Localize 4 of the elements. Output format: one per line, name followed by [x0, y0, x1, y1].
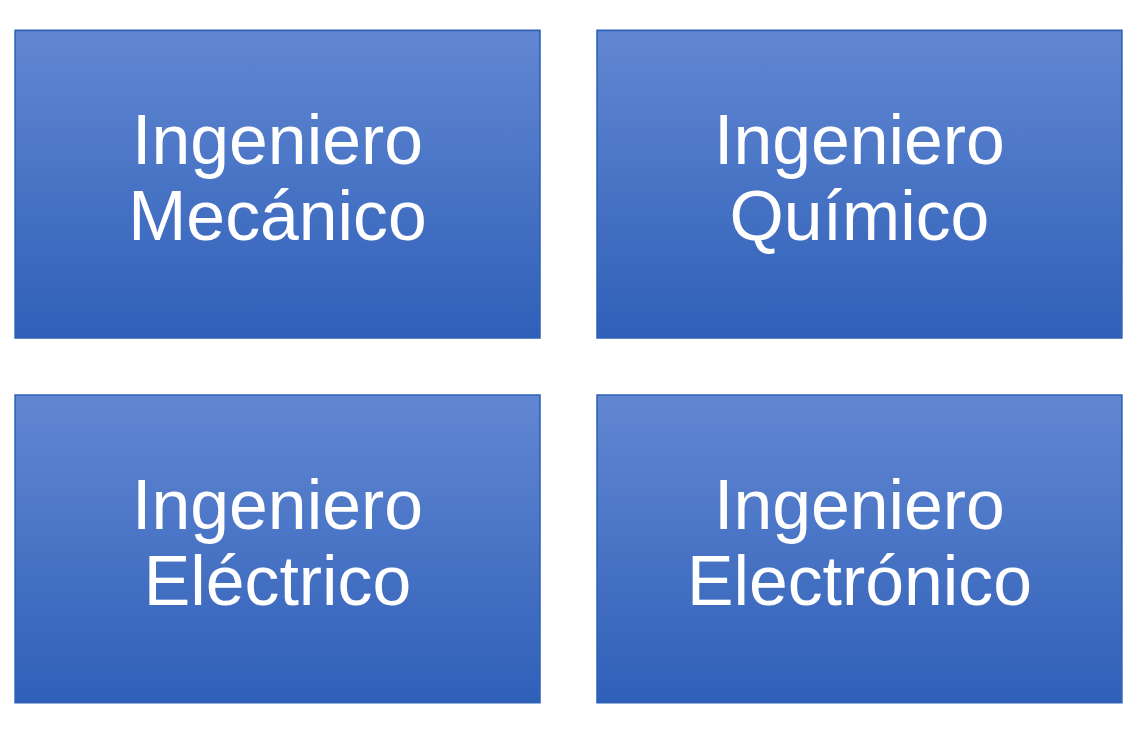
node-box: Ingeniero Electrónico [596, 393, 1123, 703]
node-box: Ingeniero Eléctrico [14, 393, 541, 703]
node-box: Ingeniero Químico [596, 29, 1123, 339]
node-box: Ingeniero Mecánico [14, 29, 541, 339]
